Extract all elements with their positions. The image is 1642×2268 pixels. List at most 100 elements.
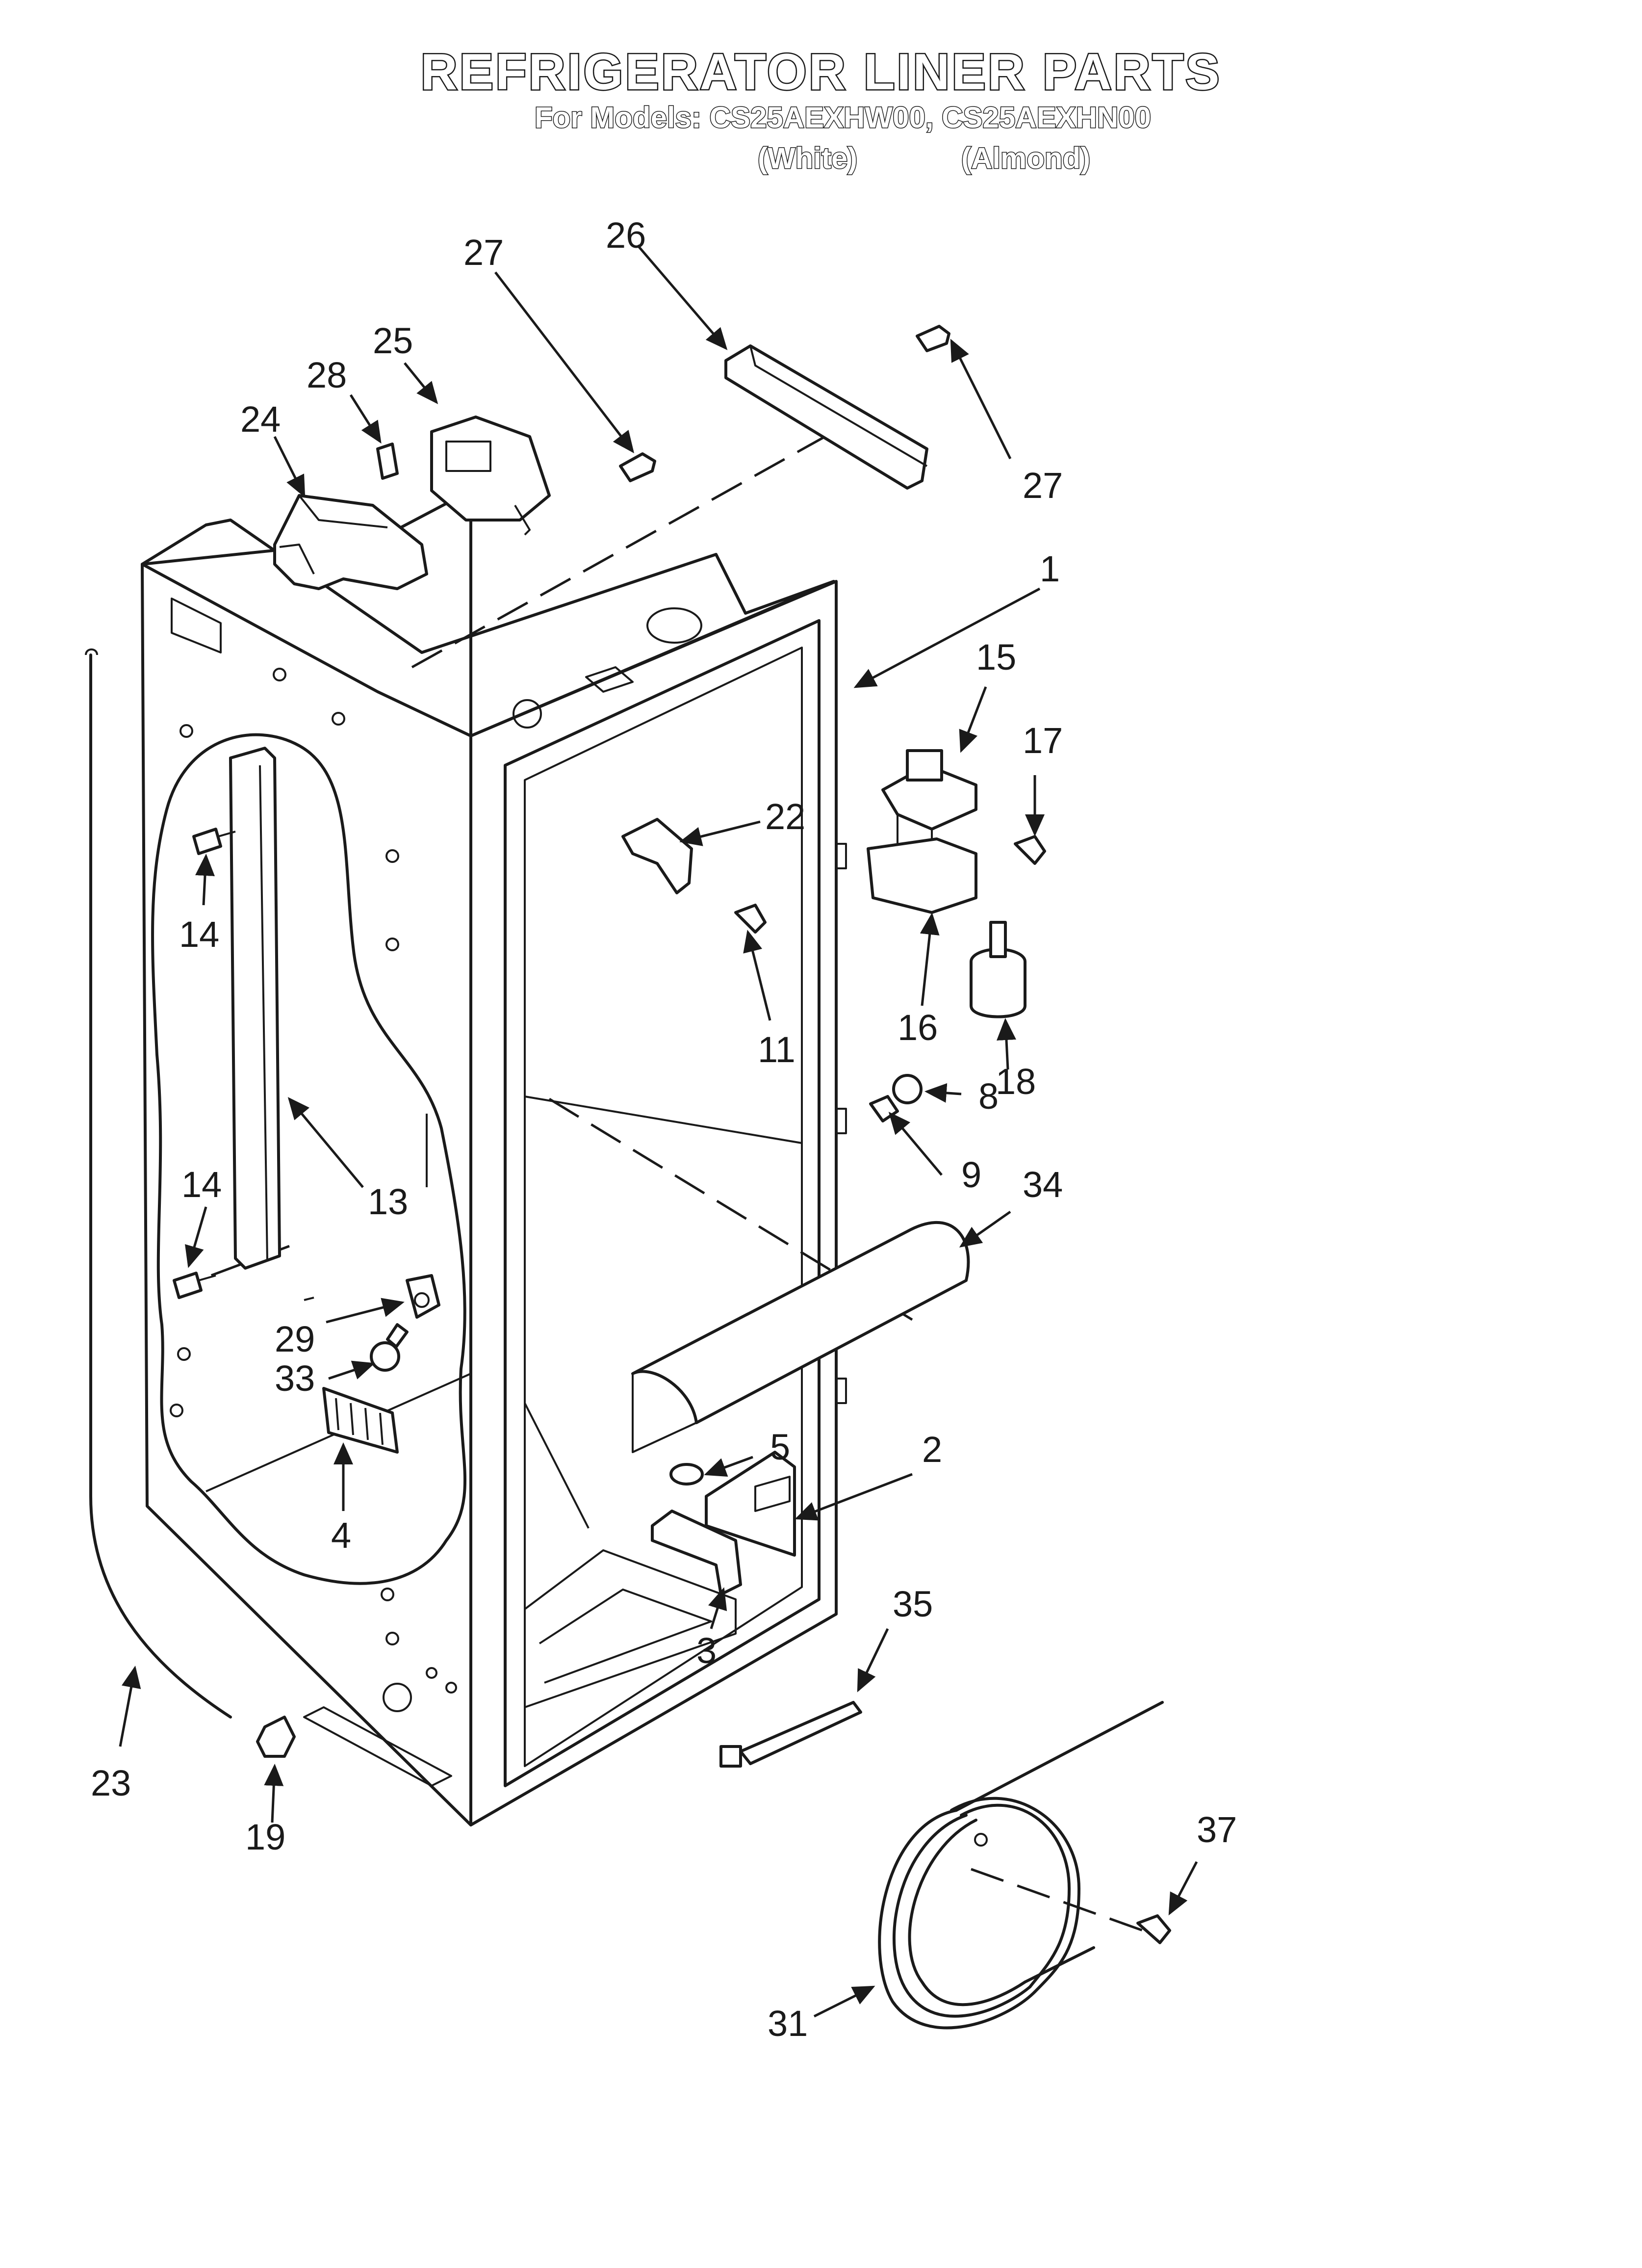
callout-23: 23	[91, 1763, 131, 1803]
part-4-light-shield	[322, 1387, 399, 1454]
callout-13: 13	[368, 1181, 408, 1222]
liner-floor-recess-inner	[539, 1589, 712, 1684]
part-11-screw	[734, 904, 767, 934]
liner-floor-recess	[524, 1549, 737, 1708]
leader-arrows	[119, 244, 1198, 2018]
part-23-tube-end	[85, 648, 98, 655]
side-hole	[426, 1667, 437, 1679]
callout-15: 15	[976, 637, 1016, 678]
part-26-channel	[724, 344, 928, 490]
part-22-bracket	[621, 818, 693, 894]
callout-29: 29	[275, 1319, 315, 1359]
part-19-nut	[256, 1716, 296, 1758]
part-5-grommet	[669, 1463, 704, 1486]
callout-2: 2	[922, 1429, 942, 1470]
side-cutout-square	[171, 598, 222, 653]
callout-14-upper: 14	[179, 914, 219, 955]
part-2-bracket	[705, 1451, 796, 1557]
liner-bottom-rail	[303, 1706, 452, 1787]
callout-8: 8	[978, 1076, 999, 1117]
liner-top-panel	[141, 519, 835, 737]
liner-edge-tab-3	[836, 1378, 847, 1404]
side-port	[383, 1683, 412, 1712]
liner-inner-opening	[524, 647, 803, 1767]
part-15-thermostat	[881, 749, 977, 854]
callout-22: 22	[765, 796, 805, 837]
top-cutout-oval	[646, 607, 702, 644]
part-34-cover	[631, 1221, 970, 1453]
callout-1: 1	[1040, 548, 1060, 589]
callout-27-right: 27	[1023, 465, 1063, 506]
part-28-clip	[376, 443, 399, 480]
side-hole	[385, 849, 399, 863]
callout-5: 5	[770, 1427, 790, 1467]
part-17-screw	[1014, 835, 1046, 865]
callout-19: 19	[245, 1817, 285, 1857]
callout-18: 18	[996, 1061, 1036, 1102]
callout-37: 37	[1197, 1809, 1237, 1850]
guide-line	[411, 430, 835, 669]
models-line: For Models: CS25AEXHW00, CS25AEXHN00	[534, 101, 1152, 135]
callout-24: 24	[240, 399, 281, 440]
part-29-light-socket	[304, 1274, 440, 1319]
side-hole	[385, 938, 399, 951]
liner-front-face	[469, 580, 838, 1826]
part-27-screw-left	[619, 452, 656, 482]
part-8-washer	[892, 1074, 923, 1104]
part-37-screw	[1136, 1914, 1171, 1944]
part-13-rail	[229, 747, 281, 1270]
part-14-screw-lower	[173, 1272, 216, 1299]
side-hole	[273, 668, 286, 681]
callout-33: 33	[275, 1358, 315, 1399]
part-14-screw-upper	[192, 828, 236, 855]
variant-almond-label: (Almond)	[960, 141, 1091, 176]
diagram-title: REFRIGERATOR LINER PARTS	[419, 43, 1222, 102]
callout-31: 31	[768, 2003, 808, 2044]
callout-17: 17	[1023, 720, 1063, 761]
callout-25: 25	[373, 320, 413, 361]
side-hole	[332, 712, 345, 726]
callout-28: 28	[307, 355, 347, 395]
liner-edge-tab-1	[836, 843, 847, 869]
part-3-bracket	[651, 1510, 742, 1596]
liner-left-side	[141, 489, 472, 1826]
callout-27-top: 27	[463, 232, 504, 273]
callout-9: 9	[961, 1154, 981, 1195]
guide-line	[971, 1868, 1143, 1932]
callout-labels: 26 27 27 25 28 24 1 15 17 22 11 16 18 8 …	[91, 215, 1237, 2044]
callout-26: 26	[606, 215, 646, 256]
side-hole	[180, 724, 193, 738]
diagram-header: REFRIGERATOR LINER PARTS For Models: CS2…	[0, 0, 1642, 196]
liner-cutaway-outline	[151, 733, 467, 1585]
part-18-knob	[970, 921, 1026, 1018]
part-16-thermostat-housing	[867, 837, 977, 914]
callout-4: 4	[331, 1515, 351, 1556]
liner-inner-floor-edge	[524, 1403, 590, 1529]
part-25-bracket	[430, 416, 551, 536]
liner-inner-back-edge	[524, 1095, 802, 1144]
part-23-tube	[89, 653, 232, 1719]
side-hole	[381, 1588, 394, 1601]
callout-35: 35	[893, 1584, 933, 1624]
part-31-heater-coil	[878, 1701, 1164, 2030]
top-cutout-hole	[513, 699, 542, 729]
callout-34: 34	[1023, 1164, 1063, 1205]
callout-3: 3	[696, 1630, 717, 1671]
part-24-control-housing	[273, 494, 428, 590]
liner-edge-tab-2	[836, 1108, 847, 1134]
side-hole	[177, 1347, 191, 1361]
part-35-cable-tie	[719, 1701, 862, 1768]
part-27-screw-right	[916, 325, 950, 352]
part-13-rail-slots	[259, 765, 268, 1261]
liner-front-flange	[504, 619, 821, 1787]
variant-white-label: (White)	[757, 141, 858, 176]
side-hole	[445, 1682, 457, 1694]
side-hole	[385, 1632, 399, 1645]
callout-16: 16	[898, 1007, 938, 1048]
part-33-light-bulb	[370, 1323, 409, 1372]
part-13-rail-body	[229, 747, 281, 1270]
top-cutout-square	[585, 666, 634, 693]
callout-11: 11	[758, 1029, 795, 1070]
callout-14-lower: 14	[181, 1164, 222, 1205]
